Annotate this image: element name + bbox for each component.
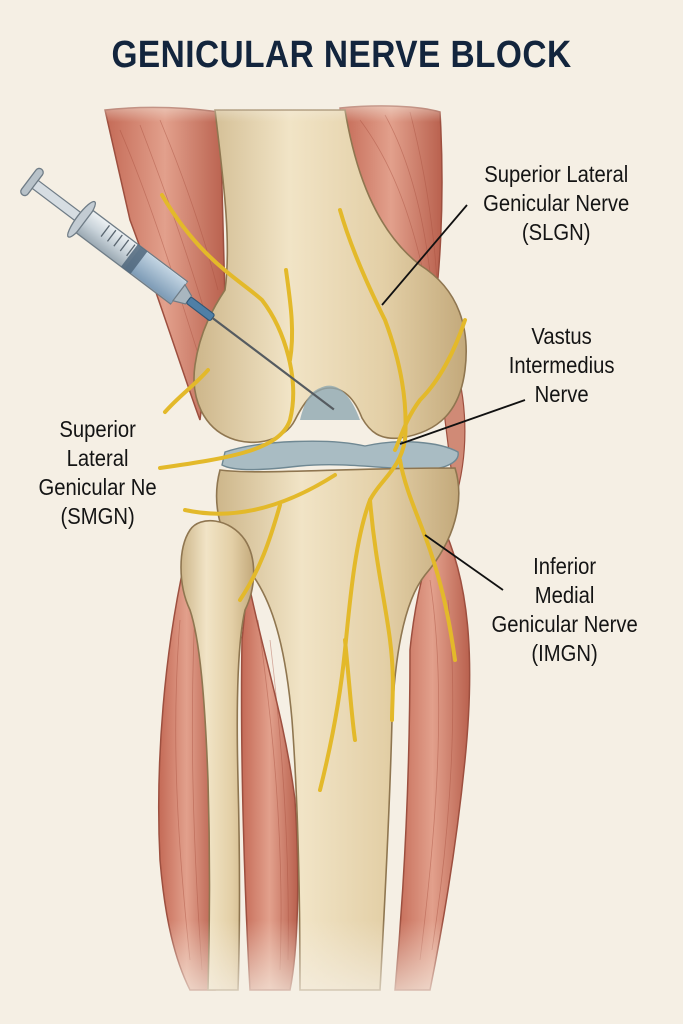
label-line: (SMGN): [60, 503, 135, 529]
label-line: Vastus: [531, 323, 592, 349]
leader-lines: [381, 204, 526, 591]
page-title: GENICULAR NERVE BLOCK: [111, 34, 572, 76]
label-line: (SLGN): [521, 219, 591, 245]
label-smgn: Superior Lateral Genicular Ne (SMGN): [14, 415, 181, 531]
label-line: Inferior: [533, 553, 597, 579]
label-line: Superior: [59, 416, 136, 442]
label-line: Genicular Ne: [38, 474, 157, 500]
genicular-nerves: [158, 193, 467, 792]
label-line: Superior Lateral: [484, 161, 629, 187]
label-vastus-intermedius-nerve: Vastus Intermedius Nerve: [478, 322, 645, 409]
label-line: Nerve: [534, 381, 589, 407]
label-inferior-medial-genicular-nerve: Inferior Medial Genicular Nerve (IMGN): [470, 552, 659, 668]
tibia: [215, 467, 460, 991]
label-superior-lateral-genicular-nerve: Superior Lateral Genicular Nerve (SLGN): [455, 160, 657, 247]
label-line: Genicular Nerve: [483, 190, 630, 216]
label-line: Genicular Nerve: [491, 611, 638, 637]
label-line: (IMGN): [531, 640, 598, 666]
label-line: Intermedius: [508, 352, 615, 378]
syringe: [20, 167, 335, 411]
meniscus: [221, 440, 459, 471]
muscle-fibers: [119, 111, 454, 971]
label-line: Lateral: [66, 445, 129, 471]
label-line: Medial: [534, 582, 595, 608]
